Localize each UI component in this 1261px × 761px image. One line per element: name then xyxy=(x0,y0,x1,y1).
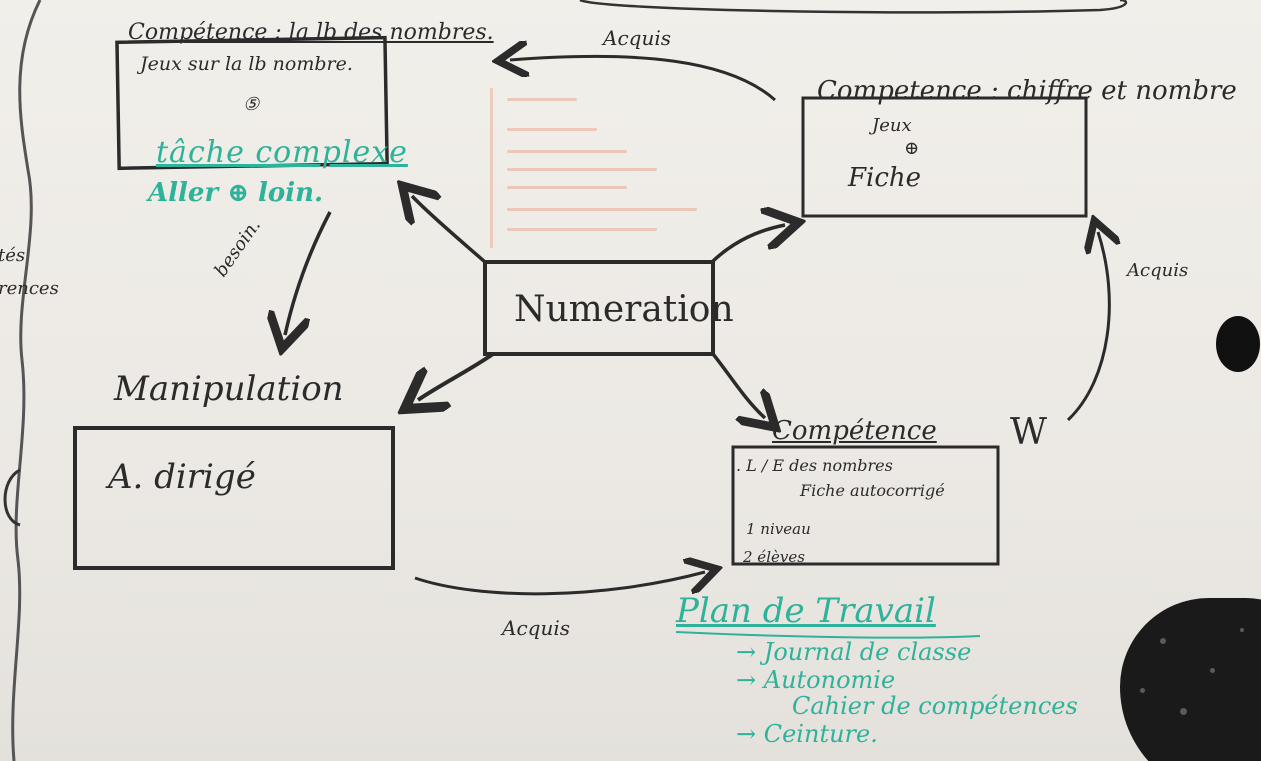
plan-item: Cahier de compétences xyxy=(792,692,1078,720)
plan-item: → Autonomie xyxy=(736,666,896,694)
magnet-dot xyxy=(1216,316,1260,372)
right-competence-sheet: Fiche xyxy=(848,163,922,193)
arrow-center-to-manip xyxy=(418,352,495,400)
bottom-competence-line3: 1 niveau xyxy=(746,520,811,538)
top-competence-games: Jeux sur la lb nombre. xyxy=(140,53,353,75)
arrow-center-to-top xyxy=(412,196,487,264)
acquis-bottom-label: Acquis xyxy=(502,616,570,640)
acquis-right-label: Acquis xyxy=(1127,260,1189,281)
faint-background-note xyxy=(490,88,783,248)
dark-object-corner xyxy=(1120,598,1261,761)
arrow-center-to-bottom xyxy=(711,352,765,418)
manipulation-title: Manipulation xyxy=(114,369,344,409)
arrow-center-to-right xyxy=(710,225,785,264)
left-edge-text: tés xyxy=(0,245,26,266)
arrow-acquis-bottom xyxy=(414,572,705,596)
arrow-acquis-top xyxy=(510,56,776,102)
top-competence-title: Compétence : la lb des nombres. xyxy=(128,20,494,45)
arrow-besoin xyxy=(285,211,332,335)
bottom-competence-box xyxy=(731,445,1000,566)
bottom-competence-line2: Fiche autocorrigé xyxy=(800,481,945,500)
top-competence-number: ⑤ xyxy=(243,94,260,115)
right-competence-games: Jeux xyxy=(872,115,912,136)
bottom-competence-line4: 2 élèves xyxy=(743,548,805,566)
paper-edge xyxy=(11,0,42,761)
manipulation-box xyxy=(73,426,395,570)
go-further-label: Aller ⊕ loin. xyxy=(148,178,324,208)
center-label: Numeration xyxy=(514,289,734,330)
acquis-top-label: Acquis xyxy=(603,26,671,50)
plan-item: → Journal de classe xyxy=(736,638,972,666)
w-mark: W xyxy=(1010,412,1048,453)
top-competence-box xyxy=(115,35,389,171)
bottom-competence-title: Compétence xyxy=(772,416,937,446)
center-box xyxy=(483,260,715,356)
left-edge-text: rences xyxy=(0,278,59,299)
right-competence-title: Competence : chiffre et nombre xyxy=(817,76,1237,106)
plan-item: → Ceinture. xyxy=(736,720,878,748)
plan-title: Plan de Travail xyxy=(676,591,936,631)
manipulation-box-text: A. dirigé xyxy=(108,457,256,497)
complex-task-label: tâche complexe xyxy=(156,135,408,170)
bottom-competence-line1: . L / E des nombres xyxy=(736,456,893,475)
arrow-acquis-right xyxy=(1066,232,1109,422)
right-competence-number: ⊕ xyxy=(904,138,920,159)
right-competence-box xyxy=(801,96,1088,218)
